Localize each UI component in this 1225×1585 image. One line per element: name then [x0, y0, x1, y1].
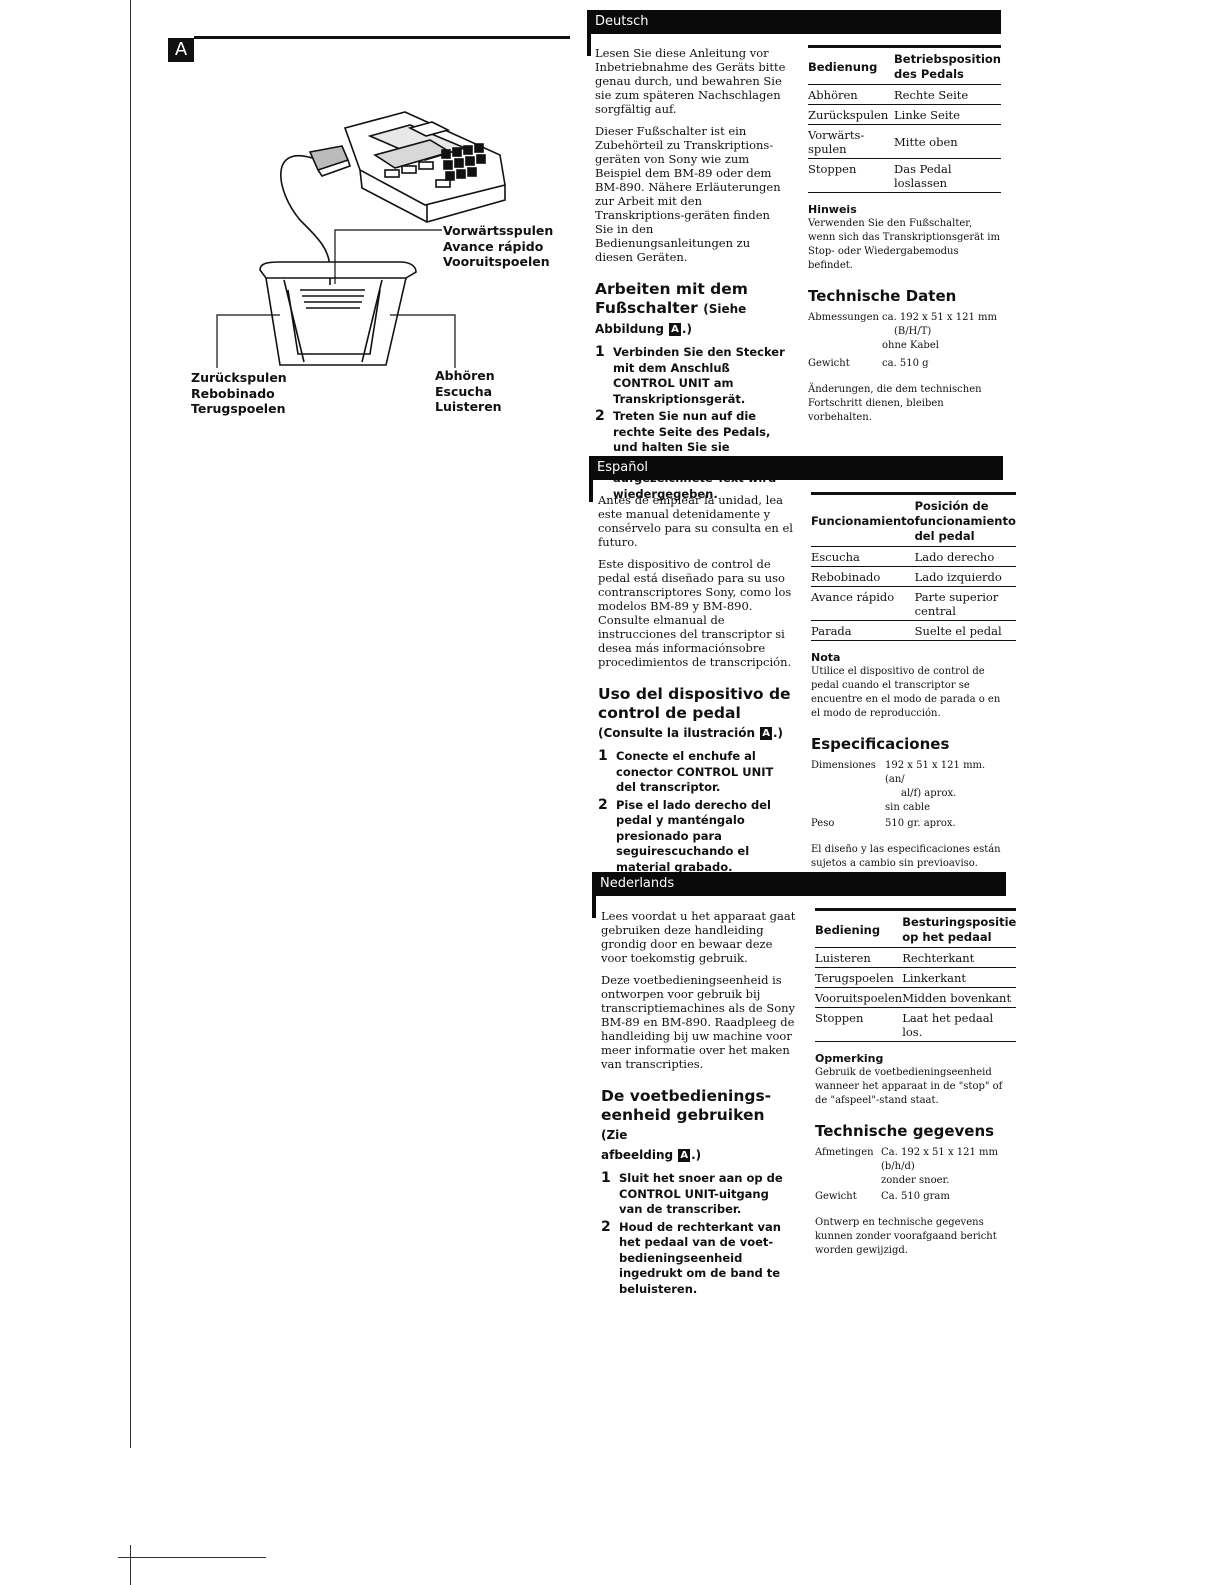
- section-heading: Uso del dispositivo de control de pedal: [598, 685, 791, 722]
- note-body: Gebruik de voetbedieningseenheid wanneer…: [815, 1067, 1003, 1106]
- bottom-rule: [118, 1557, 266, 1558]
- spec-footnote: Ontwerp en technische gegevens kunnen zo…: [815, 1217, 997, 1256]
- nederlands-right-column: Bediening Besturingspositie op het pedaa…: [815, 908, 1017, 1258]
- note-title: Opmerking: [815, 1052, 884, 1065]
- intro-paragraph: Dieser Fußschalter ist ein Zubehörteil z…: [595, 124, 781, 264]
- nederlands-text-column: Lees voordat u het apparaat gaat gebruik…: [601, 909, 796, 1299]
- section-header-espanol: Español: [589, 456, 1003, 480]
- left-margin-line: [130, 0, 131, 1448]
- spec-footnote: Änderungen, die dem technischen Fortschr…: [808, 384, 982, 423]
- note-title: Nota: [811, 651, 841, 664]
- section-subheading: afbeelding A.): [601, 1148, 702, 1162]
- section-heading: De voetbedienings-eenheid gebruiken (Zie: [601, 1087, 772, 1142]
- section-tick: [592, 896, 596, 918]
- table-header: Bedienung: [808, 45, 894, 85]
- espanol-right-column: Funcionamiento Posición de funcionamient…: [811, 492, 1016, 871]
- pedal-table: Funcionamiento Posición de funcionamient…: [811, 492, 1016, 641]
- section-header-deutsch: Deutsch: [587, 10, 1001, 34]
- pedal-table: Bediening Besturingspositie op het pedaa…: [815, 908, 1017, 1042]
- table-header: Funcionamiento: [811, 492, 915, 547]
- note-body: Verwenden Sie den Fußschalter, wenn sich…: [808, 218, 1000, 271]
- left-margin-line-bottom: [130, 1545, 131, 1585]
- table-header: Posición de funcionamiento del pedal: [914, 492, 1016, 547]
- intro-paragraph: Lees voordat u het apparaat gaat gebruik…: [601, 909, 796, 965]
- deutsch-text-column: Lesen Sie diese Anleitung vor Inbetriebn…: [595, 46, 790, 504]
- spec-footnote: El diseño y las especificaciones están s…: [811, 844, 1001, 869]
- section-subheading: (Consulte la ilustración A.): [598, 726, 783, 740]
- label-listen: Abhören Escucha Luisteren: [435, 368, 502, 414]
- figure-rule: [194, 36, 570, 39]
- foot-pedal-illustration: [216, 111, 506, 368]
- label-rewind: Zurückspulen Rebobinado Terugspoelen: [191, 370, 287, 416]
- section-subheading: Abbildung A.): [595, 322, 692, 336]
- table-header: Betriebsposition des Pedals: [894, 45, 1001, 85]
- spec-title: Technische gegevens: [815, 1122, 995, 1140]
- note-body: Utilice el dispositivo de control de ped…: [811, 666, 1001, 719]
- table-header: Bediening: [815, 908, 903, 948]
- section-tick: [587, 34, 591, 56]
- spec-title: Technische Daten: [808, 287, 957, 305]
- section-header-nederlands: Nederlands: [592, 872, 1006, 896]
- note-title: Hinweis: [808, 203, 857, 216]
- pedal-table: Bedienung Betriebsposition des Pedals Ab…: [808, 45, 1001, 193]
- intro-paragraph: Este dispositivo de control de pedal est…: [598, 557, 792, 669]
- section-tick: [589, 480, 593, 502]
- section-heading: Arbeiten mit dem Fußschalter (Siehe: [595, 280, 748, 317]
- label-forward: Vorwärtsspulen Avance rápido Vooruitspoe…: [443, 223, 554, 269]
- table-header: Besturingspositie op het pedaal: [902, 908, 1017, 948]
- figure-marker: A: [168, 38, 194, 62]
- deutsch-right-column: Bedienung Betriebsposition des Pedals Ab…: [808, 45, 1001, 425]
- spec-title: Especificaciones: [811, 735, 950, 753]
- intro-paragraph: Lesen Sie diese Anleitung vor Inbetriebn…: [595, 46, 786, 116]
- intro-paragraph: Antes de emplear la unidad, lea este man…: [598, 493, 793, 549]
- intro-paragraph: Deze voetbedieningseenheid is ontworpen …: [601, 973, 796, 1071]
- espanol-text-column: Antes de emplear la unidad, lea este man…: [598, 493, 793, 877]
